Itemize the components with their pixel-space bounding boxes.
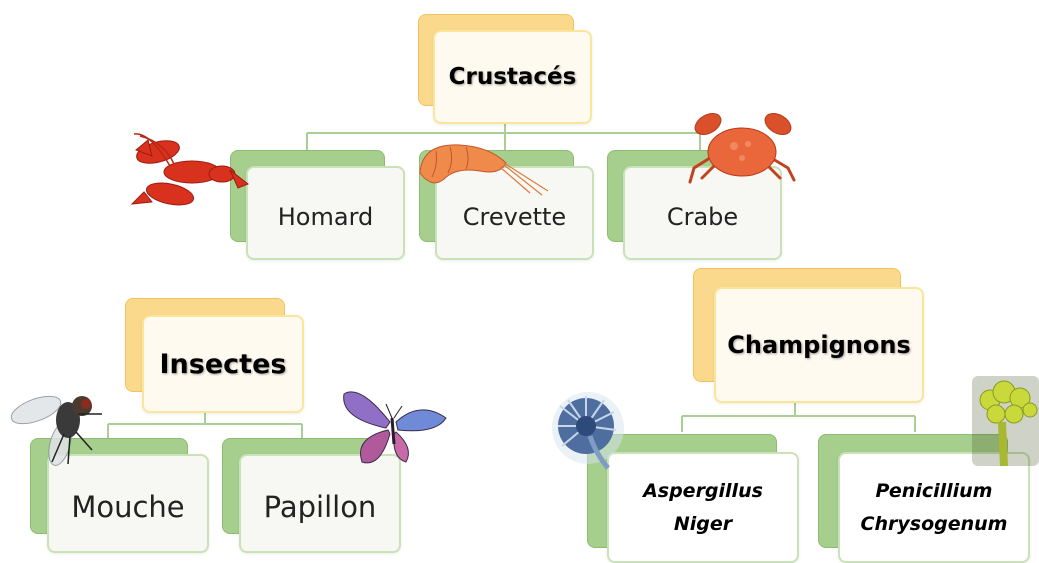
penicillium-genus: Penicillium [876,475,993,508]
lobster-icon [130,132,250,212]
crab-icon [688,108,798,188]
crabe-label: Crabe [667,203,738,231]
papillon-label: Papillon [264,490,377,524]
aspergillus-genus: Aspergillus [643,475,763,508]
crustaces-node: Crustacés [433,30,592,124]
butterfly-icon [340,388,450,468]
fly-icon [8,384,108,464]
insectes-title: Insectes [160,349,287,380]
aspergillus-species: Niger [674,508,732,541]
champignons-title: Champignons [727,331,910,359]
penicillium-node: Penicillium Chrysogenum [838,452,1030,563]
shrimp-icon [410,135,550,195]
mouche-label: Mouche [71,490,184,524]
papillon-node: Papillon [239,454,401,553]
champignons-node: Champignons [714,287,924,403]
mouche-node: Mouche [47,454,209,553]
homard-label: Homard [278,203,374,231]
crustaces-title: Crustacés [449,64,577,90]
penicillium-species: Chrysogenum [861,508,1008,541]
crevette-label: Crevette [463,203,566,231]
homard-node: Homard [246,166,405,260]
aspergillus-icon [546,392,636,472]
insectes-node: Insectes [142,315,304,413]
penicillium-icon [972,376,1039,466]
